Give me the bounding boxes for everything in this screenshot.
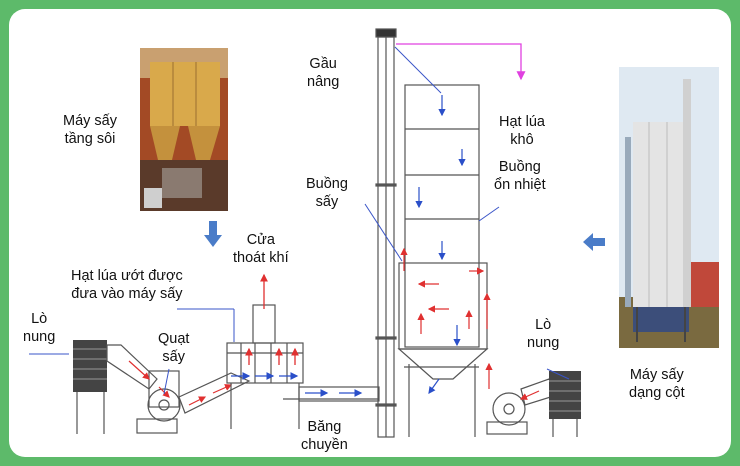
label-line: nâng xyxy=(307,74,340,90)
arrow-down-left-photo xyxy=(204,221,222,247)
label-conveyor-belt: Băng chuyền xyxy=(301,418,348,454)
label-drying-fan: Quạt sấy xyxy=(158,330,190,366)
left-furnace xyxy=(73,340,107,434)
label-line: sấy xyxy=(162,349,185,365)
label-line: Hạt lúa xyxy=(499,114,545,130)
column-dryer-photo xyxy=(619,67,719,348)
label-line: Máy sấy xyxy=(629,367,684,383)
hot-air-arrows-tower xyxy=(400,247,493,389)
block-arrows xyxy=(204,221,605,251)
label-line: dạng cột xyxy=(629,385,685,401)
label-line: nung xyxy=(23,329,56,345)
arrow-left-right-photo xyxy=(583,233,605,251)
process-diagram xyxy=(29,28,605,438)
label-line: Băng xyxy=(307,419,342,435)
label-line: Lò xyxy=(31,311,48,327)
label-line: Buồng xyxy=(306,176,348,192)
label-exhaust-outlet: Cửa thoát khí xyxy=(233,231,289,267)
label-line: ổn nhiệt xyxy=(494,177,546,193)
label-line: chuyền xyxy=(301,437,348,453)
pointer-lines xyxy=(29,46,570,395)
label-line: Hạt lúa ướt được xyxy=(71,268,183,284)
label-drying-chamber: Buồng sấy xyxy=(306,175,348,211)
label-line: đưa vào máy sấy xyxy=(71,286,183,302)
label-line: Quạt xyxy=(158,331,190,347)
label-line: tầng sôi xyxy=(64,131,116,147)
drying-tower xyxy=(397,84,489,437)
label-line: Buồng xyxy=(498,159,541,175)
label-line: Máy sấy xyxy=(63,113,117,129)
label-bucket-elevator: Gầu nâng xyxy=(307,55,339,91)
right-fan xyxy=(486,378,558,435)
label-column-dryer: Máy sấy dạng cột xyxy=(629,366,685,402)
label-line: Gầu xyxy=(309,56,337,72)
hot-air-arrows-right xyxy=(519,390,540,400)
label-line: Cửa xyxy=(246,232,275,248)
diagram-frame: Máy sấy tầng sôi Gầu nâng Hạt lúa khô Bu… xyxy=(9,9,731,457)
fluidized-bed-box xyxy=(226,304,304,429)
grain-flow-arrows-tower xyxy=(415,95,466,394)
conveyor-belt xyxy=(283,386,380,402)
label-left-furnace: Lò nung xyxy=(23,310,56,346)
label-line: Lò xyxy=(535,317,552,333)
dry-grain-path xyxy=(396,43,526,81)
fan-to-distributor-duct xyxy=(178,372,251,414)
label-right-furnace: Lò nung xyxy=(527,316,560,352)
label-wet-grain-input: Hạt lúa ướt được đưa vào máy sấy xyxy=(71,267,183,303)
label-line: sấy xyxy=(315,194,339,210)
exhaust-arrows xyxy=(245,273,299,365)
bucket-elevator xyxy=(375,28,397,438)
label-line: thoát khí xyxy=(233,250,289,266)
label-dry-grain: Hạt lúa khô xyxy=(499,113,545,149)
label-line: nung xyxy=(527,335,560,351)
fluidized-bed-dryer-photo xyxy=(140,48,228,211)
right-furnace xyxy=(549,371,581,437)
label-line: khô xyxy=(510,132,534,148)
left-duct xyxy=(106,344,181,434)
label-fluidized-bed-dryer: Máy sấy tầng sôi xyxy=(63,112,117,148)
label-stabilizing-chamber: Buồng ổn nhiệt xyxy=(494,158,546,194)
